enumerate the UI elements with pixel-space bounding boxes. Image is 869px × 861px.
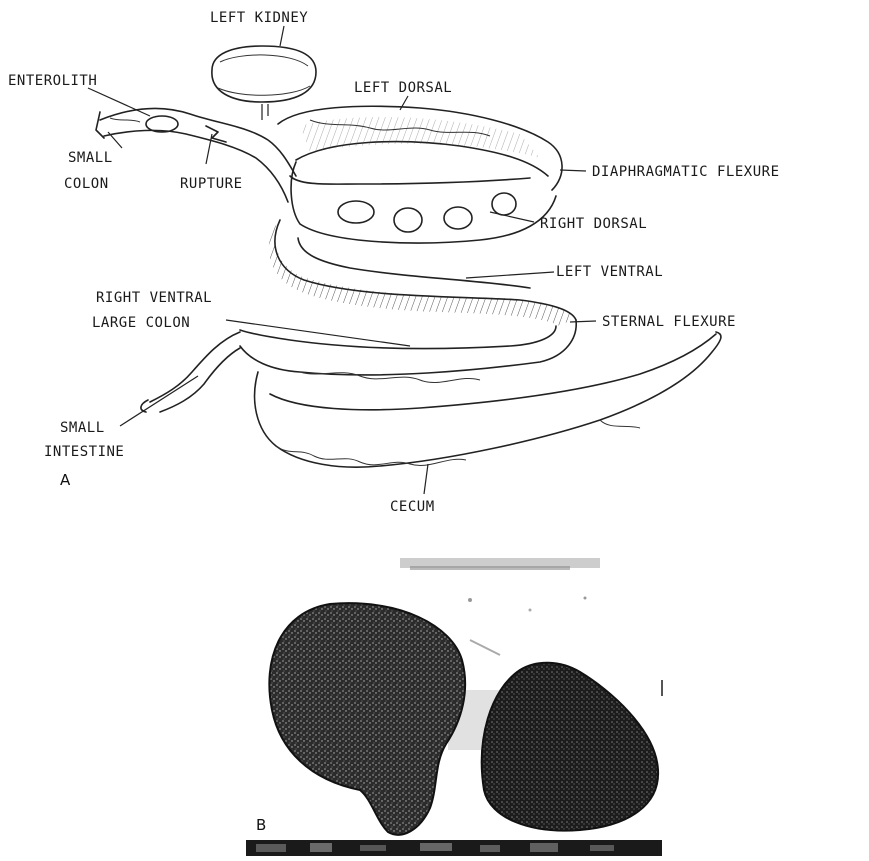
panel-b-photo: B xyxy=(246,558,662,856)
label-right-dorsal: RIGHT DORSAL xyxy=(540,216,647,232)
label-left-kidney: LEFT KIDNEY xyxy=(210,10,308,26)
panel-a-letter: A xyxy=(60,471,71,489)
label-enterolith: ENTEROLITH xyxy=(8,73,97,89)
label-small-intestine-line2: INTESTINE xyxy=(44,444,124,460)
label-rupture: RUPTURE xyxy=(180,176,243,192)
panel-a-drawing xyxy=(88,26,721,494)
label-sternal-flexure: STERNAL FLEXURE xyxy=(602,314,736,330)
label-left-dorsal: LEFT DORSAL xyxy=(354,80,452,96)
left-ventral-colon-shape xyxy=(269,220,576,326)
label-right-ventral-line1: RIGHT VENTRAL xyxy=(96,290,212,306)
right-dorsal-colon-shape xyxy=(290,162,556,243)
label-right-ventral-line2: LARGE COLON xyxy=(92,315,190,331)
label-small-colon-line1: SMALL xyxy=(68,150,113,166)
label-small-intestine-line1: SMALL xyxy=(60,420,105,436)
enterolith-large xyxy=(269,603,465,835)
small-intestine-shape xyxy=(141,332,240,412)
left-dorsal-colon-shape xyxy=(278,106,562,190)
label-diaphragmatic-flexure: DIAPHRAGMATIC FLEXURE xyxy=(592,164,780,180)
label-cecum: CECUM xyxy=(390,499,435,515)
cecum-shape xyxy=(255,332,721,467)
leader-lines xyxy=(88,26,596,494)
label-left-ventral: LEFT VENTRAL xyxy=(556,264,663,280)
panel-a-labels: LEFT KIDNEY ENTEROLITH LEFT DORSAL SMALL… xyxy=(8,10,780,515)
panel-b-letter: B xyxy=(256,816,266,834)
enterolith-small xyxy=(482,663,658,831)
label-small-colon-line2: COLON xyxy=(64,176,109,192)
left-kidney-shape xyxy=(212,46,316,120)
